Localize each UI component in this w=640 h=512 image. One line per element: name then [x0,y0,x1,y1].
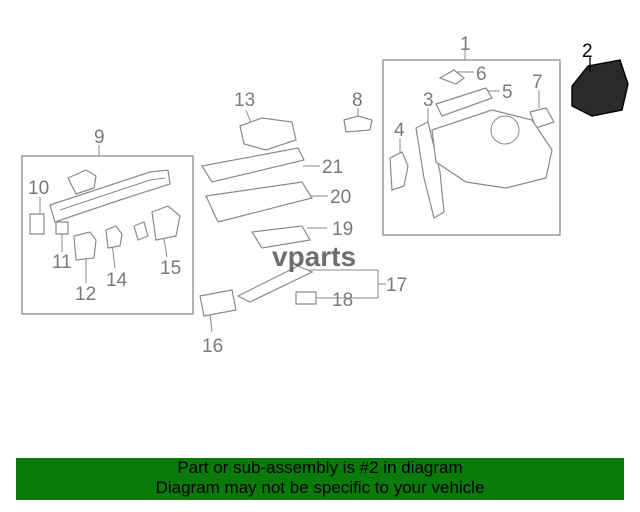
part-19 [250,225,311,249]
callout-3: 3 [423,90,434,111]
part-9-rail [49,169,171,223]
part-11 [55,221,69,235]
part-16 [199,289,237,317]
part-17 [236,265,314,303]
part-20 [205,181,313,223]
group-box-9 [21,155,194,315]
callout-21: 21 [322,157,343,178]
callout-18: 18 [332,290,353,311]
callout-7: 7 [532,72,543,93]
callout-6: 6 [476,64,487,85]
callout-11: 11 [52,252,72,273]
callout-17: 17 [386,275,407,296]
part-1-hole [490,115,520,145]
callout-16: 16 [202,336,223,357]
callout-14: 14 [106,270,128,291]
callout-13: 13 [234,90,255,111]
callout-20: 20 [330,187,351,208]
callout-10: 10 [28,178,49,199]
banner-line-1: Part or sub-assembly is #2 in diagram [177,458,463,477]
part-2-highlighted [571,59,629,117]
part-8 [343,115,373,133]
part-21 [201,147,305,183]
callout-15: 15 [160,258,181,279]
part-4 [389,151,409,191]
group-box-1 [382,59,561,236]
callout-19: 19 [332,219,353,240]
parts-diagram: vparts 1 2 3 4 5 6 7 8 9 10 11 12 13 14 … [21,34,629,357]
part-10 [29,213,45,235]
banner-line-2: Diagram may not be specific to your vehi… [155,478,485,497]
callout-5: 5 [502,82,513,103]
info-banner: Part or sub-assembly is #2 in diagram Di… [16,458,624,500]
watermark: vparts [272,241,356,272]
callout-1: 1 [460,34,471,55]
part-14b [133,221,149,241]
part-14 [105,225,123,249]
callout-4: 4 [394,120,405,141]
part-3 [415,121,445,219]
part-13 [239,117,297,151]
part-15 [151,205,181,241]
part-18 [295,291,317,305]
callout-2: 2 [582,41,593,62]
callout-12: 12 [75,284,96,305]
part-9-bracket [67,169,97,195]
part-1-wheelhouse [431,109,553,189]
part-5 [435,87,493,117]
callout-9: 9 [94,127,105,148]
part-6 [438,69,465,85]
part-12 [73,231,97,261]
callout-8: 8 [352,90,363,111]
